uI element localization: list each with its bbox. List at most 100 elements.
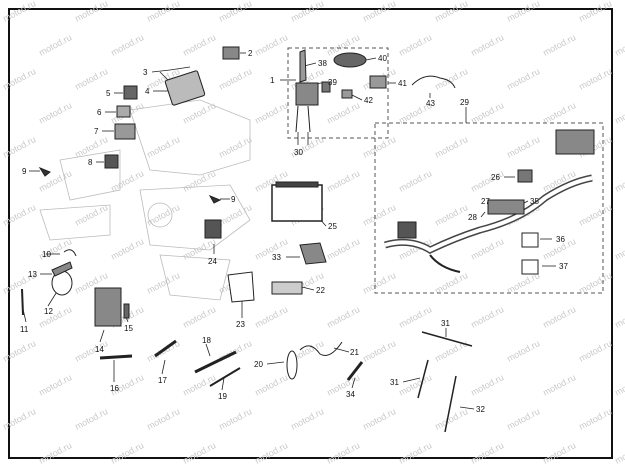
watermark-text: motod.ru — [37, 100, 73, 126]
part-strap-19 — [209, 367, 241, 387]
watermark-text: motod.ru — [541, 440, 577, 466]
part-bracket-33 — [299, 242, 327, 265]
callout-layer: 1 2 3 4 5 6 7 8 9 9 10 11 12 13 14 15 16… — [20, 49, 568, 414]
watermark-text: motod.ru — [181, 32, 217, 58]
watermark-text: motod.ru — [109, 236, 145, 262]
watermark-text: motod.ru — [613, 236, 625, 262]
watermark-text: motod.ru — [469, 304, 505, 330]
callout-40: 40 — [378, 54, 387, 63]
watermark-text: motod.ru — [577, 338, 613, 364]
watermark-text: motod.ru — [469, 372, 505, 398]
harness-group-box — [374, 122, 604, 294]
callout-2: 2 — [248, 49, 253, 58]
watermark-text: motod.ru — [433, 270, 469, 296]
watermark-text: motod.ru — [1, 406, 37, 432]
callout-29: 29 — [460, 98, 469, 107]
callout-11: 11 — [20, 325, 29, 334]
watermark-text: motod.ru — [109, 440, 145, 466]
watermark-text: motod.ru — [217, 66, 253, 92]
watermark-text: motod.ru — [1, 66, 37, 92]
watermark-text: motod.ru — [613, 100, 625, 126]
watermark-text: motod.ru — [253, 440, 289, 466]
part-tie-17 — [154, 339, 177, 358]
watermark-text: motod.ru — [217, 134, 253, 160]
watermark-text: motod.ru — [397, 440, 433, 466]
watermark-text: motod.ru — [613, 372, 625, 398]
watermark-text: motod.ru — [361, 202, 397, 228]
callout-43: 43 — [426, 99, 435, 108]
watermark-text: motod.ru — [253, 32, 289, 58]
watermark-text: motod.ru — [325, 304, 361, 330]
watermark-text: motod.ru — [289, 406, 325, 432]
part-wire-10 — [63, 249, 77, 257]
part-connector-26 — [517, 169, 533, 183]
callout-23: 23 — [236, 320, 245, 329]
part-relay-8 — [104, 154, 119, 169]
watermark-text: motod.ru — [361, 338, 397, 364]
part-rod-11 — [21, 288, 24, 316]
part-regulator-7 — [114, 123, 136, 140]
watermark-text: motod.ru — [181, 440, 217, 466]
part-rod-31a — [421, 331, 473, 347]
frame-sketch — [39, 99, 251, 301]
callout-28: 28 — [468, 213, 477, 222]
watermark-text: motod.ru — [73, 134, 109, 160]
watermark-text: motod.ru — [73, 66, 109, 92]
watermark-text: motod.ru — [541, 304, 577, 330]
watermark-text: motod.ru — [217, 406, 253, 432]
part-clip-42 — [341, 89, 353, 99]
part-screw-9a — [38, 166, 51, 177]
part-tie-16 — [99, 354, 133, 360]
watermark-text: motod.ru — [577, 270, 613, 296]
part-strap-18 — [194, 350, 237, 374]
part-fuse-37 — [521, 259, 539, 275]
part-connector-cluster — [555, 129, 595, 155]
watermark-text: motod.ru — [253, 100, 289, 126]
watermark-text: motod.ru — [145, 270, 181, 296]
part-wire-43 — [411, 75, 456, 89]
watermark-text: motod.ru — [37, 372, 73, 398]
watermark-text: motod.ru — [433, 406, 469, 432]
watermark-text: motod.ru — [433, 202, 469, 228]
watermark-text: motod.ru — [253, 304, 289, 330]
part-connectors-35 — [487, 199, 525, 215]
watermark-text: motod.ru — [325, 236, 361, 262]
callout-6: 6 — [97, 108, 102, 117]
watermark-text: motod.ru — [469, 440, 505, 466]
part-switch-body — [295, 82, 319, 106]
callout-18: 18 — [202, 336, 211, 345]
callout-7: 7 — [94, 127, 99, 136]
callout-34: 34 — [346, 390, 355, 399]
part-pad-22 — [271, 281, 303, 295]
callout-20: 20 — [254, 360, 263, 369]
part-relay-small — [222, 46, 240, 60]
part-cap-39 — [321, 81, 331, 93]
part-relay-5 — [123, 85, 138, 100]
callout-42: 42 — [364, 96, 373, 105]
parts — [21, 46, 595, 433]
watermark-text: motod.ru — [1, 0, 37, 24]
callout-22: 22 — [316, 286, 325, 295]
watermark-text: motod.ru — [577, 202, 613, 228]
watermark-text: motod.ru — [217, 0, 253, 24]
callout-26: 26 — [491, 173, 500, 182]
watermark-text: motod.ru — [109, 32, 145, 58]
callout-13: 13 — [28, 270, 37, 279]
watermark-text: motod.ru — [541, 372, 577, 398]
watermark-text: motod.ru — [37, 304, 73, 330]
callout-9b: 9 — [231, 195, 236, 204]
watermark-text: motod.ru — [505, 134, 541, 160]
watermark-text: motod.ru — [181, 168, 217, 194]
watermark-text: motod.ru — [145, 406, 181, 432]
callout-4: 4 — [145, 87, 150, 96]
part-rod-31b — [417, 359, 429, 399]
watermark-text: motod.ru — [397, 372, 433, 398]
part-branch-wire — [429, 254, 461, 273]
callout-36: 36 — [556, 235, 565, 244]
part-coil-20 — [286, 350, 298, 380]
watermark-text: motod.ru — [433, 134, 469, 160]
watermark-text: motod.ru — [73, 0, 109, 24]
callout-39: 39 — [328, 78, 337, 87]
callout-3: 3 — [143, 68, 148, 77]
watermark-text: motod.ru — [325, 372, 361, 398]
